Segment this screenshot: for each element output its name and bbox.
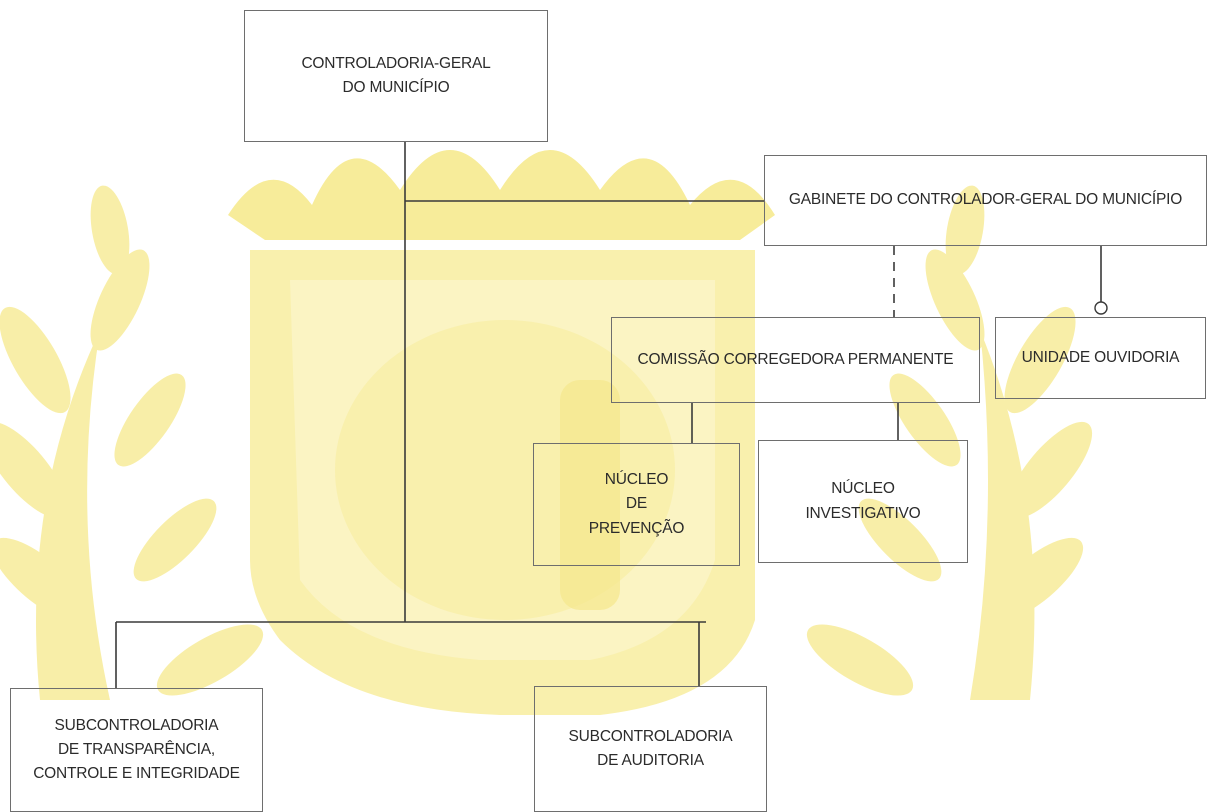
node-label-line: UNIDADE OUVIDORIA bbox=[1021, 348, 1180, 366]
node-comissao-corregedora[interactable]: COMISSÃO CORREGEDORA PERMANENTE bbox=[611, 317, 980, 403]
node-label-line: CONTROLE E INTEGRIDADE bbox=[33, 765, 240, 782]
node-label-line: SUBCONTROLADORIA bbox=[568, 727, 733, 745]
node-label-line: DO MUNICÍPIO bbox=[342, 79, 450, 96]
node-label-line: INVESTIGATIVO bbox=[805, 504, 921, 522]
node-gabinete[interactable]: GABINETE DO CONTROLADOR-GERAL DO MUNICÍP… bbox=[764, 155, 1207, 246]
node-label-line: DE TRANSPARÊNCIA, bbox=[57, 740, 216, 758]
node-subcontroladoria-auditoria[interactable]: SUBCONTROLADORIA DE AUDITORIA bbox=[534, 686, 767, 812]
node-nucleo-prevencao[interactable]: NÚCLEO DE PREVENÇÃO bbox=[533, 443, 740, 566]
node-controladoria-geral[interactable]: CONTROLADORIA-GERAL DO MUNICÍPIO bbox=[244, 10, 548, 142]
node-label-line: DE bbox=[625, 495, 648, 513]
node-subcontroladoria-transparencia[interactable]: SUBCONTROLADORIA DE TRANSPARÊNCIA, CONTR… bbox=[10, 688, 263, 812]
node-label-line: COMISSÃO CORREGEDORA PERMANENTE bbox=[637, 350, 954, 368]
node-label-line: PREVENÇÃO bbox=[588, 519, 685, 537]
node-label-line: DE AUDITORIA bbox=[597, 752, 704, 769]
node-label-line: NÚCLEO bbox=[831, 480, 895, 498]
node-label-line: SUBCONTROLADORIA bbox=[54, 716, 219, 734]
node-label-line: GABINETE DO CONTROLADOR-GERAL DO MUNICÍP… bbox=[788, 191, 1183, 209]
node-nucleo-investigativo[interactable]: NÚCLEO INVESTIGATIVO bbox=[758, 440, 968, 563]
node-unidade-ouvidoria[interactable]: UNIDADE OUVIDORIA bbox=[995, 317, 1206, 399]
node-label-line: CONTROLADORIA-GERAL bbox=[301, 54, 491, 72]
node-label-line: NÚCLEO bbox=[604, 471, 669, 489]
